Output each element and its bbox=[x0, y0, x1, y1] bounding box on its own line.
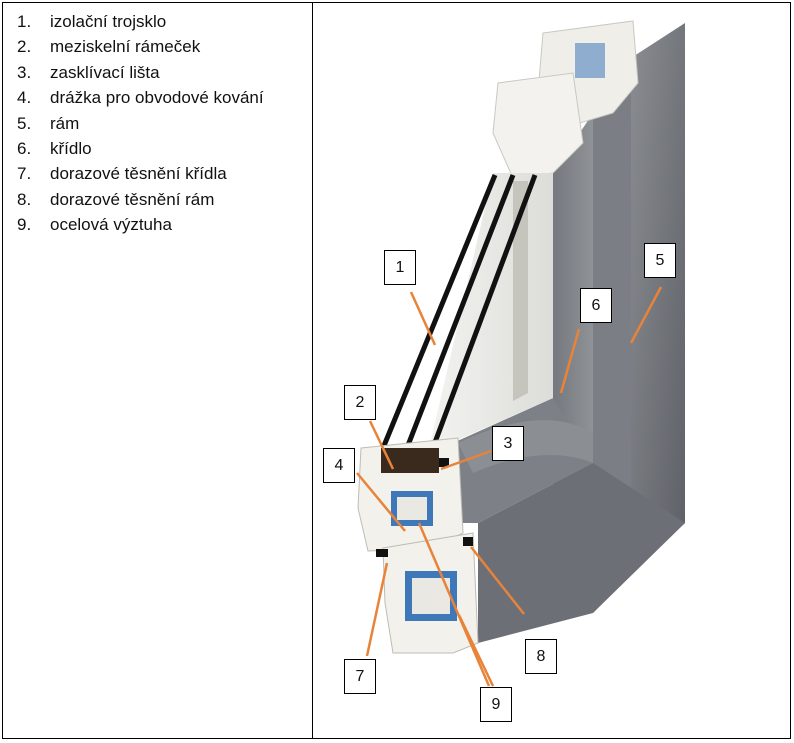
callout-1: 1 bbox=[384, 250, 416, 285]
frame-seal bbox=[463, 537, 473, 546]
legend-item: 3.zasklívací lišta bbox=[17, 62, 160, 82]
leader-5 bbox=[629, 286, 663, 344]
glazing-bead-seal bbox=[439, 458, 449, 467]
callout-6: 6 bbox=[580, 288, 612, 323]
callout-5: 5 bbox=[644, 243, 676, 278]
leader-6 bbox=[559, 328, 581, 394]
leader-2 bbox=[368, 420, 395, 470]
callout-3: 3 bbox=[492, 426, 524, 461]
legend-item: 5.rám bbox=[17, 113, 80, 133]
sash-seal bbox=[376, 549, 388, 557]
frame-bottom bbox=[478, 463, 685, 643]
leader-7 bbox=[365, 562, 389, 657]
pane-3 bbox=[428, 174, 538, 454]
window-profile-illustration bbox=[356, 20, 685, 687]
legend-item: 8.dorazové těsnění rám bbox=[17, 189, 215, 209]
legend-item: 6.křídlo bbox=[17, 139, 92, 159]
spacer-desiccant bbox=[381, 448, 439, 473]
callout-2: 2 bbox=[344, 385, 376, 420]
steel-top-insert bbox=[575, 43, 605, 78]
pane-2 bbox=[402, 174, 516, 454]
legend-item: 7.dorazové těsnění křídla bbox=[17, 164, 227, 184]
leader-9b bbox=[417, 522, 491, 687]
pane-1 bbox=[378, 174, 498, 454]
leader-8 bbox=[470, 546, 525, 615]
leader-4 bbox=[356, 472, 406, 532]
callout-8: 8 bbox=[525, 639, 557, 674]
legend-item: 1.izolační trojsklo bbox=[17, 12, 167, 31]
sash-bottom-curve bbox=[458, 420, 593, 473]
leader-3 bbox=[440, 449, 492, 471]
frame-vertical bbox=[631, 23, 685, 573]
callout-7: 7 bbox=[344, 659, 376, 694]
legend-item: 9.ocelová výztuha bbox=[17, 215, 172, 235]
sash-vertical bbox=[553, 113, 593, 503]
callout-4: 4 bbox=[323, 448, 355, 483]
column-divider bbox=[312, 3, 313, 738]
legend-list: 1.izolační trojsklo 2.meziskelní rámeček… bbox=[17, 9, 264, 238]
window-profile-figure: 1 2 3 4 5 6 7 8 9 bbox=[313, 3, 791, 738]
legend-item: 2.meziskelní rámeček bbox=[17, 37, 201, 57]
legend-item: 4.drážka pro obvodové kování bbox=[17, 88, 264, 108]
glass-spacer-strip bbox=[513, 181, 528, 401]
leader-1 bbox=[409, 291, 437, 346]
leader-lines bbox=[356, 286, 663, 687]
callout-9: 9 bbox=[480, 687, 512, 722]
steel-sash-inner bbox=[397, 497, 427, 520]
steel-frame-inner bbox=[412, 578, 450, 614]
